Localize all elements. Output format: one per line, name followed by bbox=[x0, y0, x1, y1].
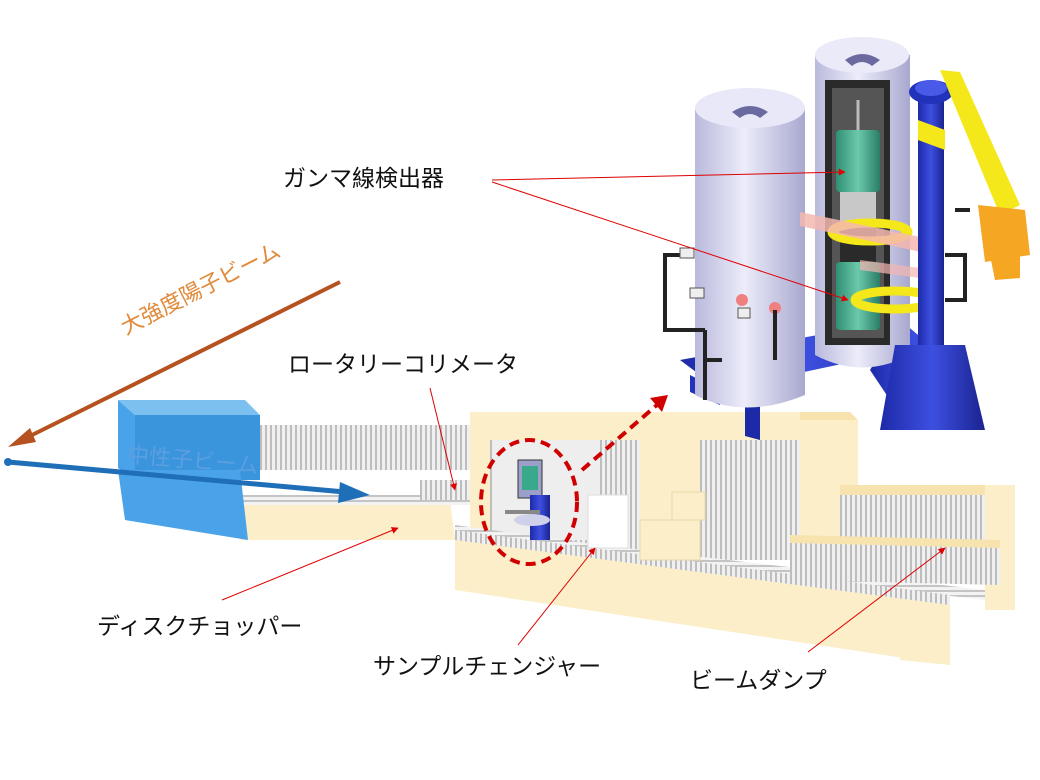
label-gamma-detector: ガンマ線検出器 bbox=[283, 166, 444, 192]
cable-left bbox=[663, 253, 705, 332]
leader-disk-chopper bbox=[221, 527, 399, 601]
leader-sample-changer bbox=[517, 547, 596, 646]
label-sample-changer: サンプルチェンジャー bbox=[373, 654, 602, 680]
leader-gamma-lower bbox=[491, 181, 849, 302]
label-rotary-collimator: ロータリーコリメータ bbox=[288, 352, 518, 378]
cable-right bbox=[945, 253, 967, 302]
orange-actuator bbox=[978, 205, 1030, 262]
back-shield-wall bbox=[250, 425, 480, 470]
inner-partition-hatch bbox=[700, 440, 800, 560]
upstream-blue-block bbox=[118, 400, 260, 540]
label-disk-chopper: ディスクチョッパー bbox=[97, 614, 303, 640]
proton-beam-arrow bbox=[8, 280, 341, 447]
small-block-1 bbox=[639, 519, 701, 561]
tower-left-column bbox=[470, 412, 490, 540]
rotary-collimator-block bbox=[420, 480, 470, 500]
leader-beam-dump bbox=[807, 547, 946, 653]
neutron-beam-arrow bbox=[4, 458, 370, 503]
tower-lintel bbox=[490, 412, 800, 440]
front-base-top bbox=[240, 495, 470, 505]
zoom-arrow-head bbox=[650, 395, 668, 412]
beam-dump-block bbox=[790, 540, 1000, 585]
beam-dump-top bbox=[790, 535, 1000, 548]
yellow-arm bbox=[940, 70, 1020, 215]
gamma-detector-assembly bbox=[663, 37, 1030, 440]
sample-stand-block bbox=[587, 494, 629, 549]
front-low-wall-face bbox=[455, 535, 950, 665]
front-base-slab bbox=[240, 500, 455, 540]
beam-pipe bbox=[800, 212, 935, 255]
sample-changer-mini bbox=[505, 459, 550, 540]
leader-rotary-collimator bbox=[429, 387, 457, 491]
beamline-shielding bbox=[240, 412, 1015, 665]
right-shield-top bbox=[840, 485, 1015, 495]
leader-gamma-upper bbox=[491, 168, 846, 181]
left-shield-cylinder bbox=[695, 94, 805, 408]
zoom-arrow bbox=[580, 396, 667, 472]
label-beam-dump: ビームダンプ bbox=[690, 668, 827, 694]
leader-lines bbox=[221, 168, 946, 653]
small-block-2 bbox=[671, 491, 706, 521]
front-low-wall-hatch-strip bbox=[455, 530, 950, 605]
highlight-ellipse bbox=[479, 438, 579, 566]
front-low-wall-end bbox=[900, 590, 950, 665]
gamma-crystal-upper bbox=[836, 130, 880, 192]
